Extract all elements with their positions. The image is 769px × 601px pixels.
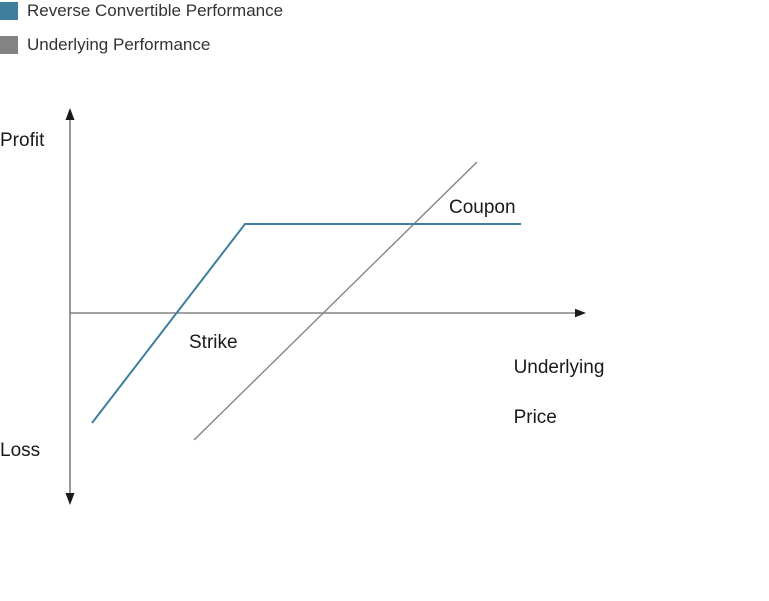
legend-swatch-reverse-convertible-icon <box>0 2 18 20</box>
legend-item-underlying: Underlying Performance <box>0 34 420 56</box>
series-line-reverse-convertible <box>91 223 521 424</box>
chart-legend: Reverse Convertible Performance Underlyi… <box>0 0 420 68</box>
coupon-annotation-label: Coupon <box>449 197 516 218</box>
y-axis-arrow-up-icon <box>65 108 75 120</box>
y-axis-arrow-down-icon <box>65 493 75 505</box>
strike-annotation-label: Strike <box>189 332 238 353</box>
legend-item-reverse-convertible: Reverse Convertible Performance <box>0 0 420 22</box>
legend-label-reverse-convertible: Reverse Convertible Performance <box>27 1 284 20</box>
series-line-underlying <box>193 161 478 441</box>
y-axis-top-label: Profit <box>0 130 45 151</box>
x-axis-label-line2: Price <box>513 407 557 428</box>
x-axis-arrow-right-icon <box>575 308 586 318</box>
x-axis-label: Underlying Price <box>503 330 605 430</box>
y-axis-bottom-label: Loss <box>0 440 41 461</box>
legend-label-underlying: Underlying Performance <box>27 35 211 54</box>
x-axis-label-line1: Underlying <box>513 357 605 378</box>
legend-swatch-underlying-icon <box>0 36 18 54</box>
